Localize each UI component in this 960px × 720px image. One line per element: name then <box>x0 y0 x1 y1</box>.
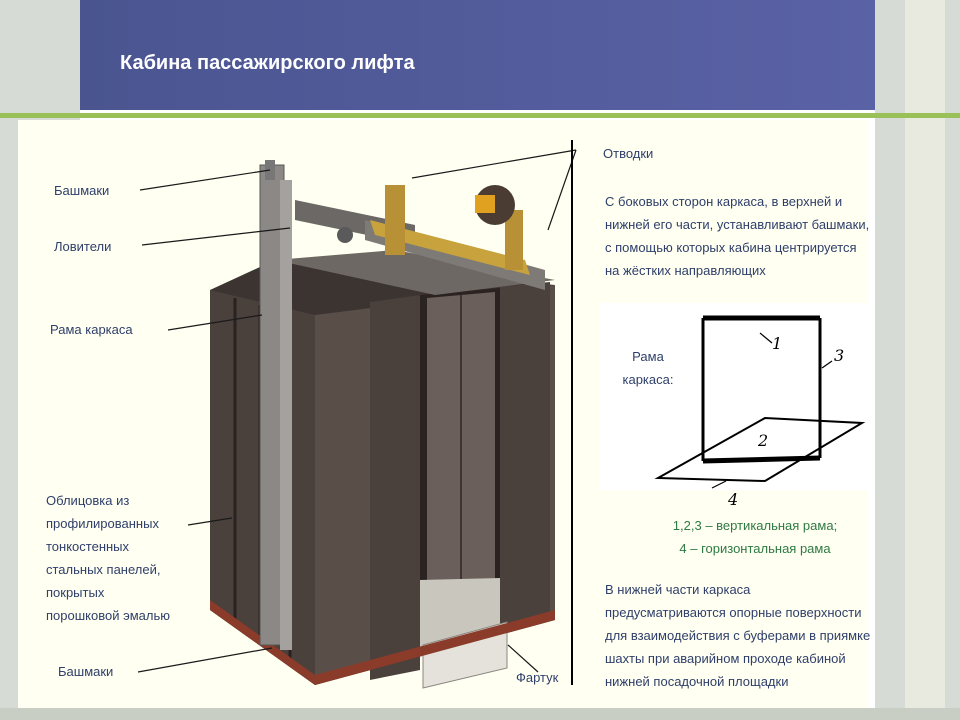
description-line: нижней посадочной площадки <box>605 674 789 689</box>
legend: 1,2,3 – вертикальная рама; 4 – горизонта… <box>650 514 860 560</box>
description-line: предусматриваются опорные поверхности <box>605 605 862 620</box>
label-fartuk: Фартук <box>516 670 559 685</box>
right-stripe-inner <box>905 0 945 720</box>
description-line: С боковых сторон каркаса, в верхней и <box>605 194 843 209</box>
accent-line <box>0 113 960 118</box>
sketch-number-1: 1 <box>772 334 783 353</box>
description-line: с помощью которых кабина центрируется <box>605 240 857 255</box>
label-cladding: Облицовка из профилированных тонкостенны… <box>46 489 170 627</box>
bottom-line <box>0 708 960 720</box>
description-line: для взаимодействия с буферами в приямке <box>605 628 871 643</box>
description-line: нижней его части, устанавливают башмаки, <box>605 217 870 232</box>
label-shoes-bottom: Башмаки <box>58 664 114 679</box>
cladding-line: Облицовка из <box>46 493 130 508</box>
legend-line: 4 – горизонтальная рама <box>679 541 831 556</box>
frame-sketch-label-line: Рама <box>632 349 664 364</box>
elevator-cabin-illustration <box>210 160 555 689</box>
cladding-line: порошковой эмалью <box>46 608 170 623</box>
sketch-number-2: 2 <box>758 431 769 450</box>
label-catchers: Ловители <box>54 239 112 254</box>
sketch-number-4: 4 <box>728 490 739 509</box>
frame-sketch-label: Рама каркаса: <box>618 345 678 391</box>
cladding-line: профилированных <box>46 516 159 531</box>
description-bottom: В нижней части каркаса предусматриваются… <box>605 578 870 693</box>
label-frame: Рама каркаса <box>50 322 133 337</box>
cladding-line: тонкостенных <box>46 539 130 554</box>
cladding-line: стальных панелей, <box>46 562 161 577</box>
cladding-line: покрытых <box>46 585 105 600</box>
description-line: В нижней части каркаса <box>605 582 751 597</box>
sketch-number-3: 3 <box>834 346 845 365</box>
frame-sketch <box>654 315 866 489</box>
legend-line: 1,2,3 – вертикальная рама; <box>672 518 838 533</box>
description-top: С боковых сторон каркаса, в верхней и ни… <box>605 190 869 282</box>
frame-sketch-label-line: каркаса: <box>622 372 674 387</box>
label-otvodki: Отводки <box>603 146 654 161</box>
title-bar <box>80 0 875 110</box>
description-line: на жёстких направляющих <box>605 263 766 278</box>
description-line: шахты при аварийном проходе кабиной <box>605 651 846 666</box>
page-title: Кабина пассажирского лифта <box>120 52 415 74</box>
label-shoes-top: Башмаки <box>54 183 110 198</box>
